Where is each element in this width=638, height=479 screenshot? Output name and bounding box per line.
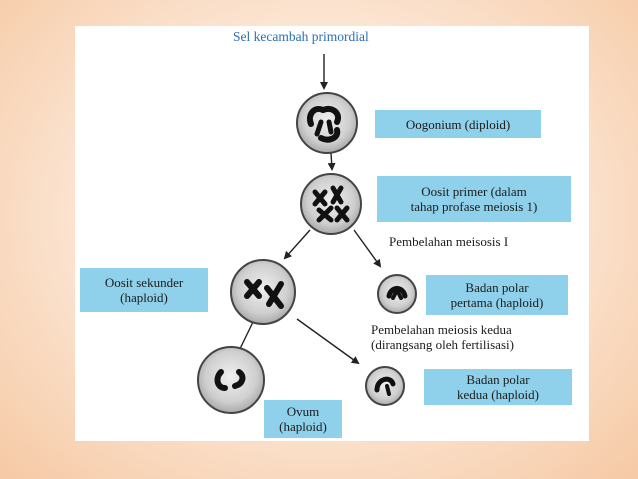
- oosit-primer-cell: [300, 173, 362, 235]
- badan-polar-kedua-label-line1: Badan polar: [466, 372, 530, 387]
- oosit-sekunder-label: Oosit sekunder (haploid): [80, 268, 208, 312]
- badan-polar-kedua-cell: [365, 366, 405, 406]
- diagram-panel: Sel kecambah primordial Oogonium (diploi…: [75, 26, 589, 441]
- badan-polar-kedua-label: Badan polar kedua (haploid): [424, 369, 572, 405]
- oosit-sekunder-cell: [230, 259, 296, 325]
- oosit-primer-label: Oosit primer (dalam tahap profase meiosi…: [377, 176, 571, 222]
- oogenesis-diagram: [197, 54, 417, 414]
- oogonium-label: Oogonium (diploid): [375, 110, 541, 138]
- oosit-sekunder-label-line1: Oosit sekunder: [104, 275, 184, 290]
- oosit-sekunder-label-line2: (haploid): [120, 290, 168, 305]
- ovum-label-line2: (haploid): [279, 419, 327, 434]
- oogonium-label-line1: Oogonium (diploid): [405, 116, 511, 132]
- badan-polar-pertama-label-line1: Badan polar: [465, 280, 529, 295]
- ovum-label-line1: Ovum: [286, 404, 320, 419]
- arrow-sekunder-to-polar2: [296, 318, 360, 365]
- badan-polar-pertama-cell: [377, 274, 417, 314]
- arrow-primer-to-polar1: [353, 229, 382, 268]
- arrow-oogonium-to-oosit-primer: [327, 152, 336, 171]
- oosit-primer-label-line2: tahap profase meiosis 1): [410, 199, 538, 214]
- badan-polar-pertama-label-line2: pertama (haploid): [450, 295, 544, 310]
- oogonium-cell: [296, 92, 358, 154]
- division2-label: Pembelahan meiosis kedua (dirangsang ole…: [371, 322, 571, 352]
- title-label: Sel kecambah primordial: [233, 29, 369, 44]
- ovum-cell: [197, 346, 265, 414]
- oosit-primer-label-line1: Oosit primer (dalam: [421, 184, 527, 199]
- ovum-label: Ovum (haploid): [264, 400, 342, 438]
- division2-label-line2: (dirangsang oleh fertilisasi): [371, 337, 514, 352]
- division2-label-line1: Pembelahan meiosis kedua: [371, 322, 512, 337]
- badan-polar-pertama-label: Badan polar pertama (haploid): [426, 275, 568, 315]
- badan-polar-kedua-label-line2: kedua (haploid): [457, 387, 539, 402]
- arrow-primer-to-sekunder: [283, 229, 311, 260]
- division1-label: Pembelahan meisosis I: [389, 234, 509, 249]
